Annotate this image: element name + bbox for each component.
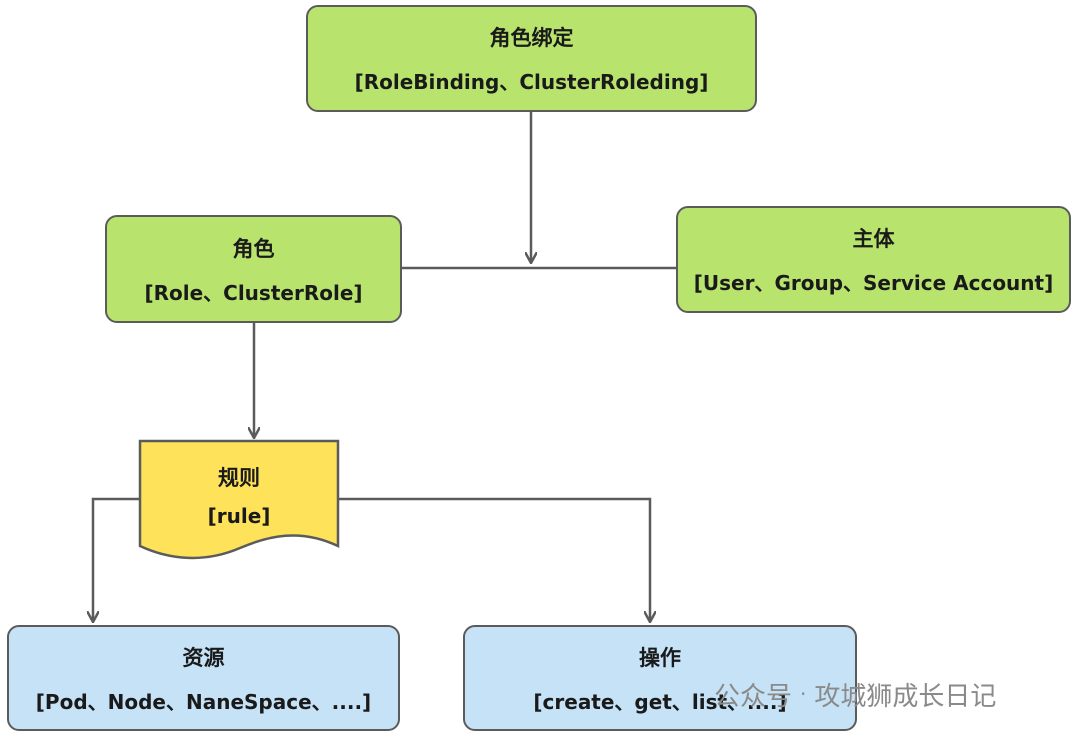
subject-node: 主体 [User、Group、Service Account] [676, 206, 1071, 313]
rule-document-shape [138, 439, 340, 560]
rule-to-resource-arrow [93, 497, 140, 621]
rule-node: 规则 [rule] [140, 462, 338, 528]
subject-detail: [User、Group、Service Account] [693, 271, 1054, 295]
role-binding-title: 角色绑定 [489, 26, 574, 50]
rule-title: 规则 [218, 466, 260, 490]
rule-to-operation-arrow [338, 497, 650, 621]
resource-node: 资源 [Pod、Node、NaneSpace、....] [7, 625, 400, 731]
role-detail: [Role、ClusterRole] [144, 280, 363, 305]
watermark-separator: · [800, 682, 807, 706]
rule-detail: [rule] [207, 504, 271, 528]
operation-node: 操作 [create、get、list、....] [463, 625, 857, 731]
role-binding-detail: [RoleBinding、ClusterRoleding] [354, 70, 709, 94]
resource-title: 资源 [182, 645, 225, 670]
watermark: 公众号 · 攻城狮成长日记 [672, 674, 996, 714]
role-node: 角色 [Role、ClusterRole] [105, 215, 402, 323]
resource-detail: [Pod、Node、NaneSpace、....] [35, 689, 372, 714]
role-title: 角色 [232, 236, 275, 261]
watermark-account-label: 公众号 [714, 681, 793, 712]
operation-title: 操作 [639, 645, 681, 670]
operation-detail: [create、get、list、....] [533, 689, 787, 714]
role-binding-node: 角色绑定 [RoleBinding、ClusterRoleding] [306, 5, 757, 112]
subject-title: 主体 [852, 227, 895, 251]
watermark-name: 攻城狮成长日记 [814, 681, 997, 712]
